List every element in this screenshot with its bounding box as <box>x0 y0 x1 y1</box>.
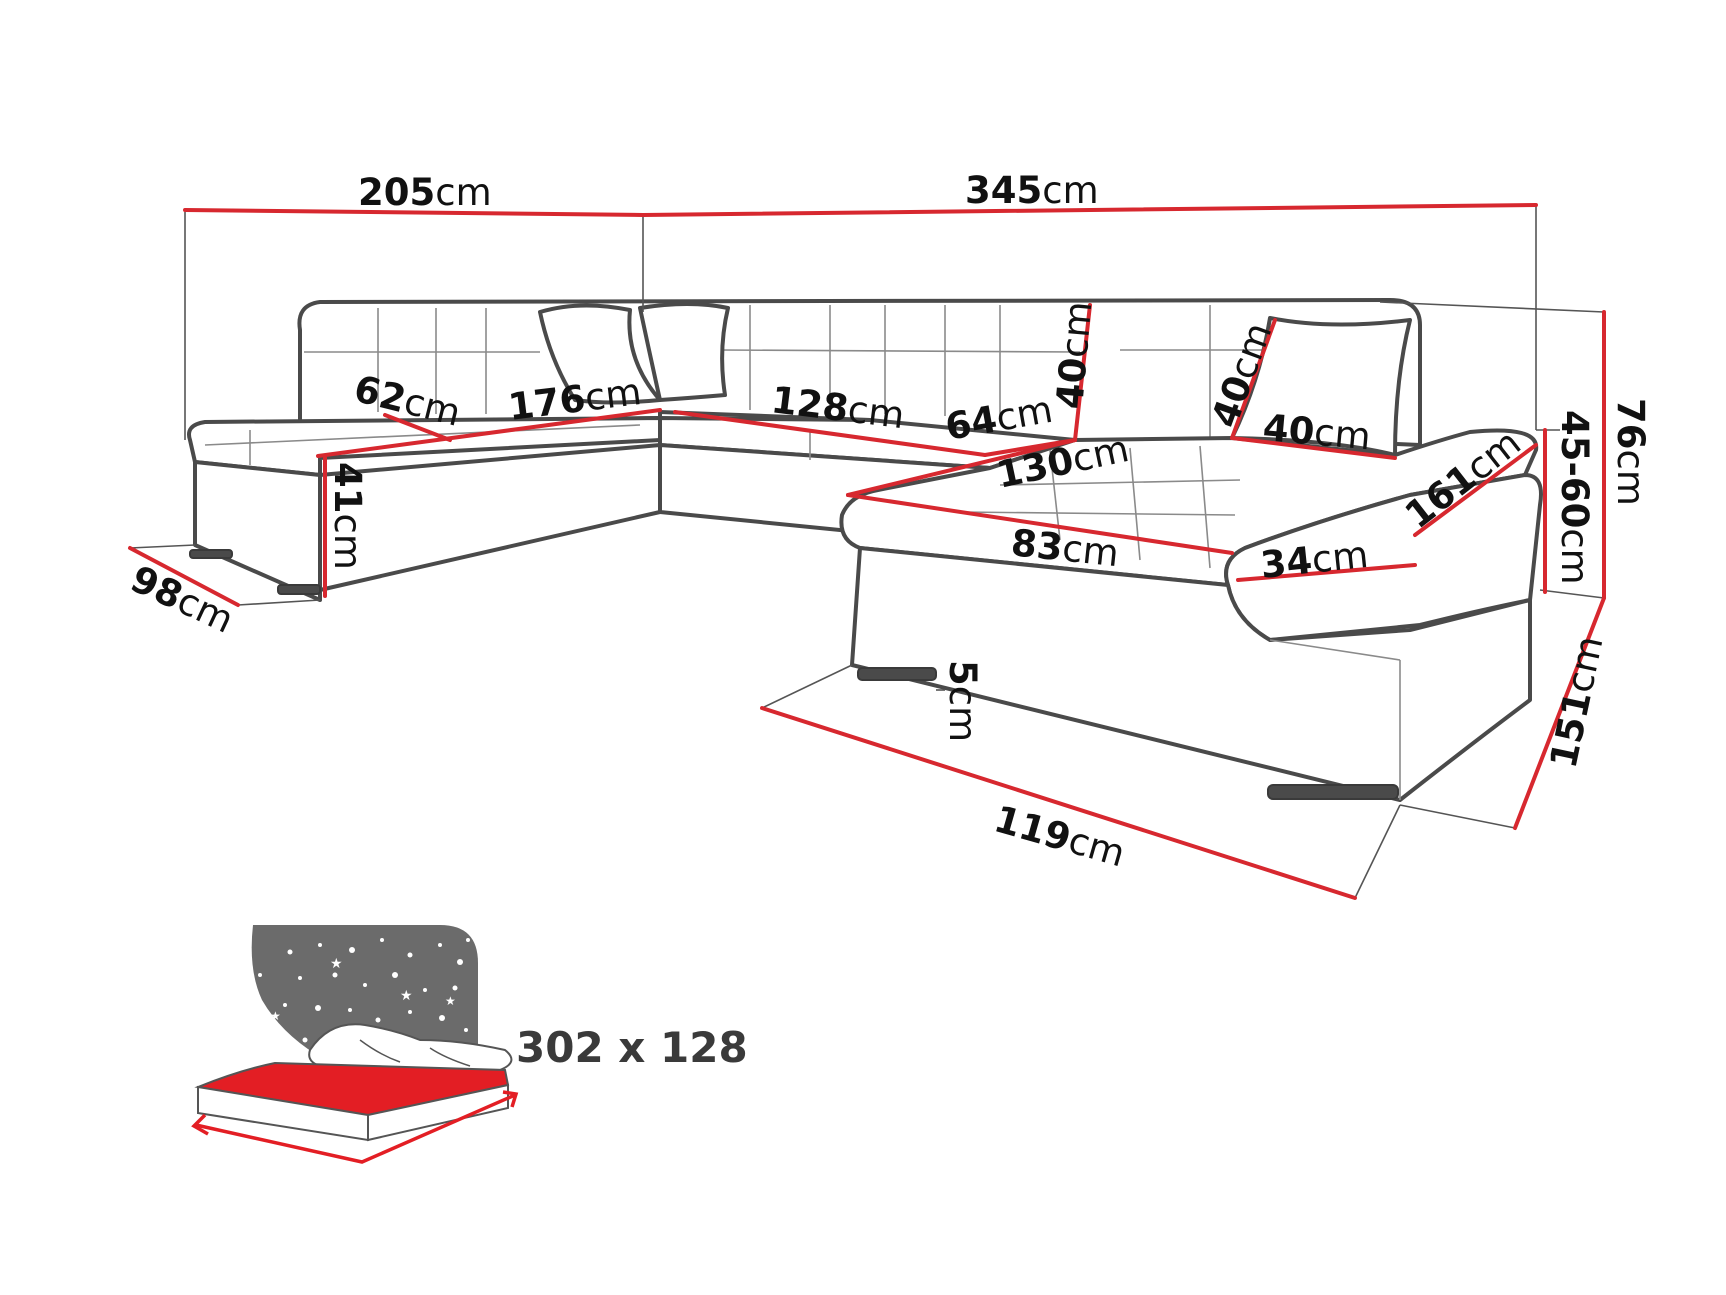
left-base <box>193 460 322 602</box>
label-151: 151cm <box>1542 632 1612 772</box>
label-41: 41cm <box>326 462 369 570</box>
svg-text:★: ★ <box>330 956 343 972</box>
leg-front-left <box>189 549 233 559</box>
leg-left-corner <box>277 584 321 595</box>
line-119 <box>760 706 1357 900</box>
label-128: 128cm <box>769 378 907 437</box>
bed-size-label: 302 x 128 <box>516 1023 748 1072</box>
label-40-middle: 40cm <box>1048 300 1100 411</box>
line-161 <box>1413 443 1538 537</box>
backrest-tufting <box>304 305 1300 440</box>
label-45-60: 45-60cm <box>1553 410 1596 585</box>
left-front-base <box>318 443 662 592</box>
bed-dimension-arrow <box>195 1093 516 1164</box>
line-40-cushion-width <box>1230 436 1397 460</box>
line-62 <box>383 413 452 442</box>
line-98 <box>128 546 240 607</box>
label-83: 83cm <box>1009 521 1121 575</box>
bed-mattress-side <box>367 1083 509 1142</box>
line-40-cushion-height <box>1230 318 1277 440</box>
line-83 <box>846 493 1234 555</box>
line-151 <box>1513 596 1606 830</box>
extension-lines <box>129 205 1605 899</box>
label-64: 64cm <box>942 388 1056 449</box>
svg-text:★: ★ <box>400 988 413 1004</box>
pillow-left-2 <box>638 302 730 402</box>
label-76: 76cm <box>1609 398 1652 506</box>
leg-chaise-corner <box>1267 784 1399 800</box>
line-40-middle <box>1073 303 1092 442</box>
chaise-base <box>850 546 1532 802</box>
sofa-drawing <box>187 298 1543 802</box>
dimension-lines <box>128 203 1606 900</box>
left-seat <box>187 416 662 477</box>
svg-text:★: ★ <box>270 1009 281 1023</box>
line-176 <box>316 408 662 458</box>
label-5: 5cm <box>941 660 984 742</box>
line-345 <box>641 203 1538 217</box>
label-98: 98cm <box>124 557 240 642</box>
star-icons: ★ ★ ★ ★ <box>258 938 470 1043</box>
night-sky-icon <box>251 925 478 1065</box>
bed-mattress-top <box>194 1061 510 1117</box>
label-34: 34cm <box>1258 533 1370 587</box>
label-205: 205cm <box>358 171 492 214</box>
svg-text:★: ★ <box>445 994 456 1008</box>
line-130 <box>846 438 1077 497</box>
line-34 <box>1236 563 1417 582</box>
label-345: 345cm <box>965 169 1099 212</box>
dimension-labels: 205cm 345cm 62cm 176cm 128cm 64cm 40cm 4… <box>124 169 1652 875</box>
line-205 <box>183 208 645 217</box>
label-176: 176cm <box>506 370 644 429</box>
label-40-cushion-width: 40cm <box>1261 406 1372 458</box>
bed-function-icon: ★ ★ ★ ★ 302 x 128 <box>191 925 748 1164</box>
label-119: 119cm <box>990 797 1130 875</box>
line-128 <box>673 410 987 457</box>
leg-chaise-front <box>857 667 937 681</box>
